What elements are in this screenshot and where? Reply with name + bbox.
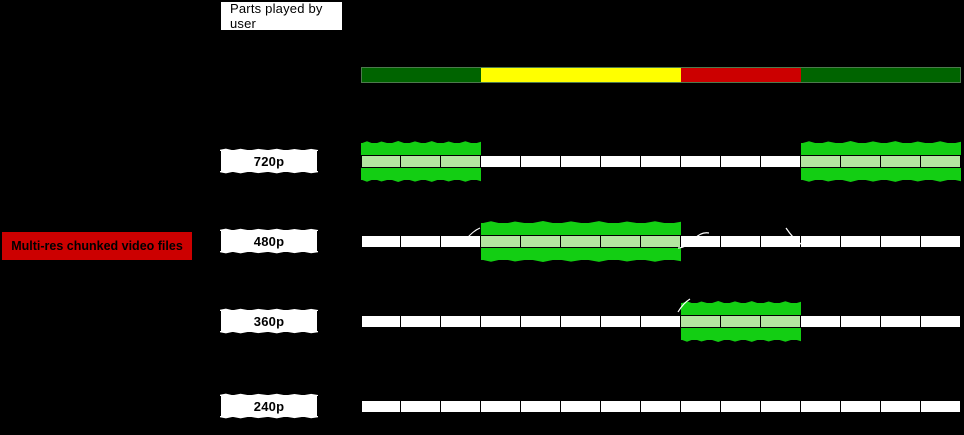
playback-segment-1 [361, 67, 481, 83]
chunk-480p-15[interactable] [921, 235, 961, 248]
chunk-480p-13[interactable] [841, 235, 881, 248]
chunk-480p-5[interactable] [521, 235, 561, 248]
chunk-720p-10[interactable] [721, 155, 761, 168]
chunk-240p-14[interactable] [881, 400, 921, 413]
chunk-240p-7[interactable] [601, 400, 641, 413]
chunk-240p-13[interactable] [841, 400, 881, 413]
playback-segment-4 [801, 67, 961, 83]
chunk-720p-12[interactable] [801, 155, 841, 168]
chunk-240p-1[interactable] [361, 400, 401, 413]
chunk-720p-4[interactable] [481, 155, 521, 168]
chunk-720p-1[interactable] [361, 155, 401, 168]
chunk-480p-11[interactable] [761, 235, 801, 248]
chunk-240p-12[interactable] [801, 400, 841, 413]
chunk-240p-8[interactable] [641, 400, 681, 413]
chunk-480p-1[interactable] [361, 235, 401, 248]
chunk-strip-480p [361, 235, 961, 248]
chunk-360p-13[interactable] [841, 315, 881, 328]
chunk-strip-240p [361, 400, 961, 413]
resolution-row-240p: 240p [0, 375, 964, 435]
chunk-720p-11[interactable] [761, 155, 801, 168]
chunk-240p-11[interactable] [761, 400, 801, 413]
chunk-240p-6[interactable] [561, 400, 601, 413]
multi-res-chunked-video-files-callout: Multi-res chunked video files [2, 232, 192, 260]
resolution-label-360p: 360p [221, 310, 317, 332]
chunk-strip-720p [361, 155, 961, 168]
chunk-240p-2[interactable] [401, 400, 441, 413]
chunk-720p-14[interactable] [881, 155, 921, 168]
chunk-480p-4[interactable] [481, 235, 521, 248]
chunk-360p-7[interactable] [601, 315, 641, 328]
chunk-360p-5[interactable] [521, 315, 561, 328]
chunk-480p-8[interactable] [641, 235, 681, 248]
chunk-480p-7[interactable] [601, 235, 641, 248]
resolution-row-360p: 360p [0, 290, 964, 350]
chunk-360p-1[interactable] [361, 315, 401, 328]
chunk-480p-12[interactable] [801, 235, 841, 248]
chunk-480p-10[interactable] [721, 235, 761, 248]
chunk-720p-6[interactable] [561, 155, 601, 168]
chunk-240p-10[interactable] [721, 400, 761, 413]
chunk-360p-9[interactable] [681, 315, 721, 328]
chunk-720p-5[interactable] [521, 155, 561, 168]
chunk-720p-15[interactable] [921, 155, 961, 168]
resolution-label-240p: 240p [221, 395, 317, 417]
chunk-strip-360p [361, 315, 961, 328]
parts-played-by-user-label: Parts played by user [221, 1, 342, 31]
chunk-720p-3[interactable] [441, 155, 481, 168]
chunk-720p-9[interactable] [681, 155, 721, 168]
chunk-360p-4[interactable] [481, 315, 521, 328]
chunk-360p-6[interactable] [561, 315, 601, 328]
chunk-360p-14[interactable] [881, 315, 921, 328]
chunk-720p-8[interactable] [641, 155, 681, 168]
chunk-360p-3[interactable] [441, 315, 481, 328]
playback-segment-2 [481, 67, 681, 83]
chunk-480p-9[interactable] [681, 235, 721, 248]
resolution-label-720p: 720p [221, 150, 317, 172]
chunk-720p-7[interactable] [601, 155, 641, 168]
chunk-360p-15[interactable] [921, 315, 961, 328]
chunk-360p-12[interactable] [801, 315, 841, 328]
resolution-label-480p: 480p [221, 230, 317, 252]
chunk-720p-13[interactable] [841, 155, 881, 168]
chunk-720p-2[interactable] [401, 155, 441, 168]
chunk-360p-8[interactable] [641, 315, 681, 328]
parts-played-by-user-bar [361, 67, 961, 83]
chunk-360p-10[interactable] [721, 315, 761, 328]
chunk-240p-4[interactable] [481, 400, 521, 413]
chunk-480p-2[interactable] [401, 235, 441, 248]
resolution-row-480p: 480p [0, 210, 964, 270]
playback-segment-3 [681, 67, 801, 83]
chunk-480p-14[interactable] [881, 235, 921, 248]
chunk-240p-3[interactable] [441, 400, 481, 413]
chunk-240p-15[interactable] [921, 400, 961, 413]
chunk-480p-6[interactable] [561, 235, 601, 248]
chunk-240p-9[interactable] [681, 400, 721, 413]
chunk-240p-5[interactable] [521, 400, 561, 413]
chunk-480p-3[interactable] [441, 235, 481, 248]
chunk-360p-11[interactable] [761, 315, 801, 328]
chunk-360p-2[interactable] [401, 315, 441, 328]
resolution-row-720p: 720p [0, 130, 964, 190]
